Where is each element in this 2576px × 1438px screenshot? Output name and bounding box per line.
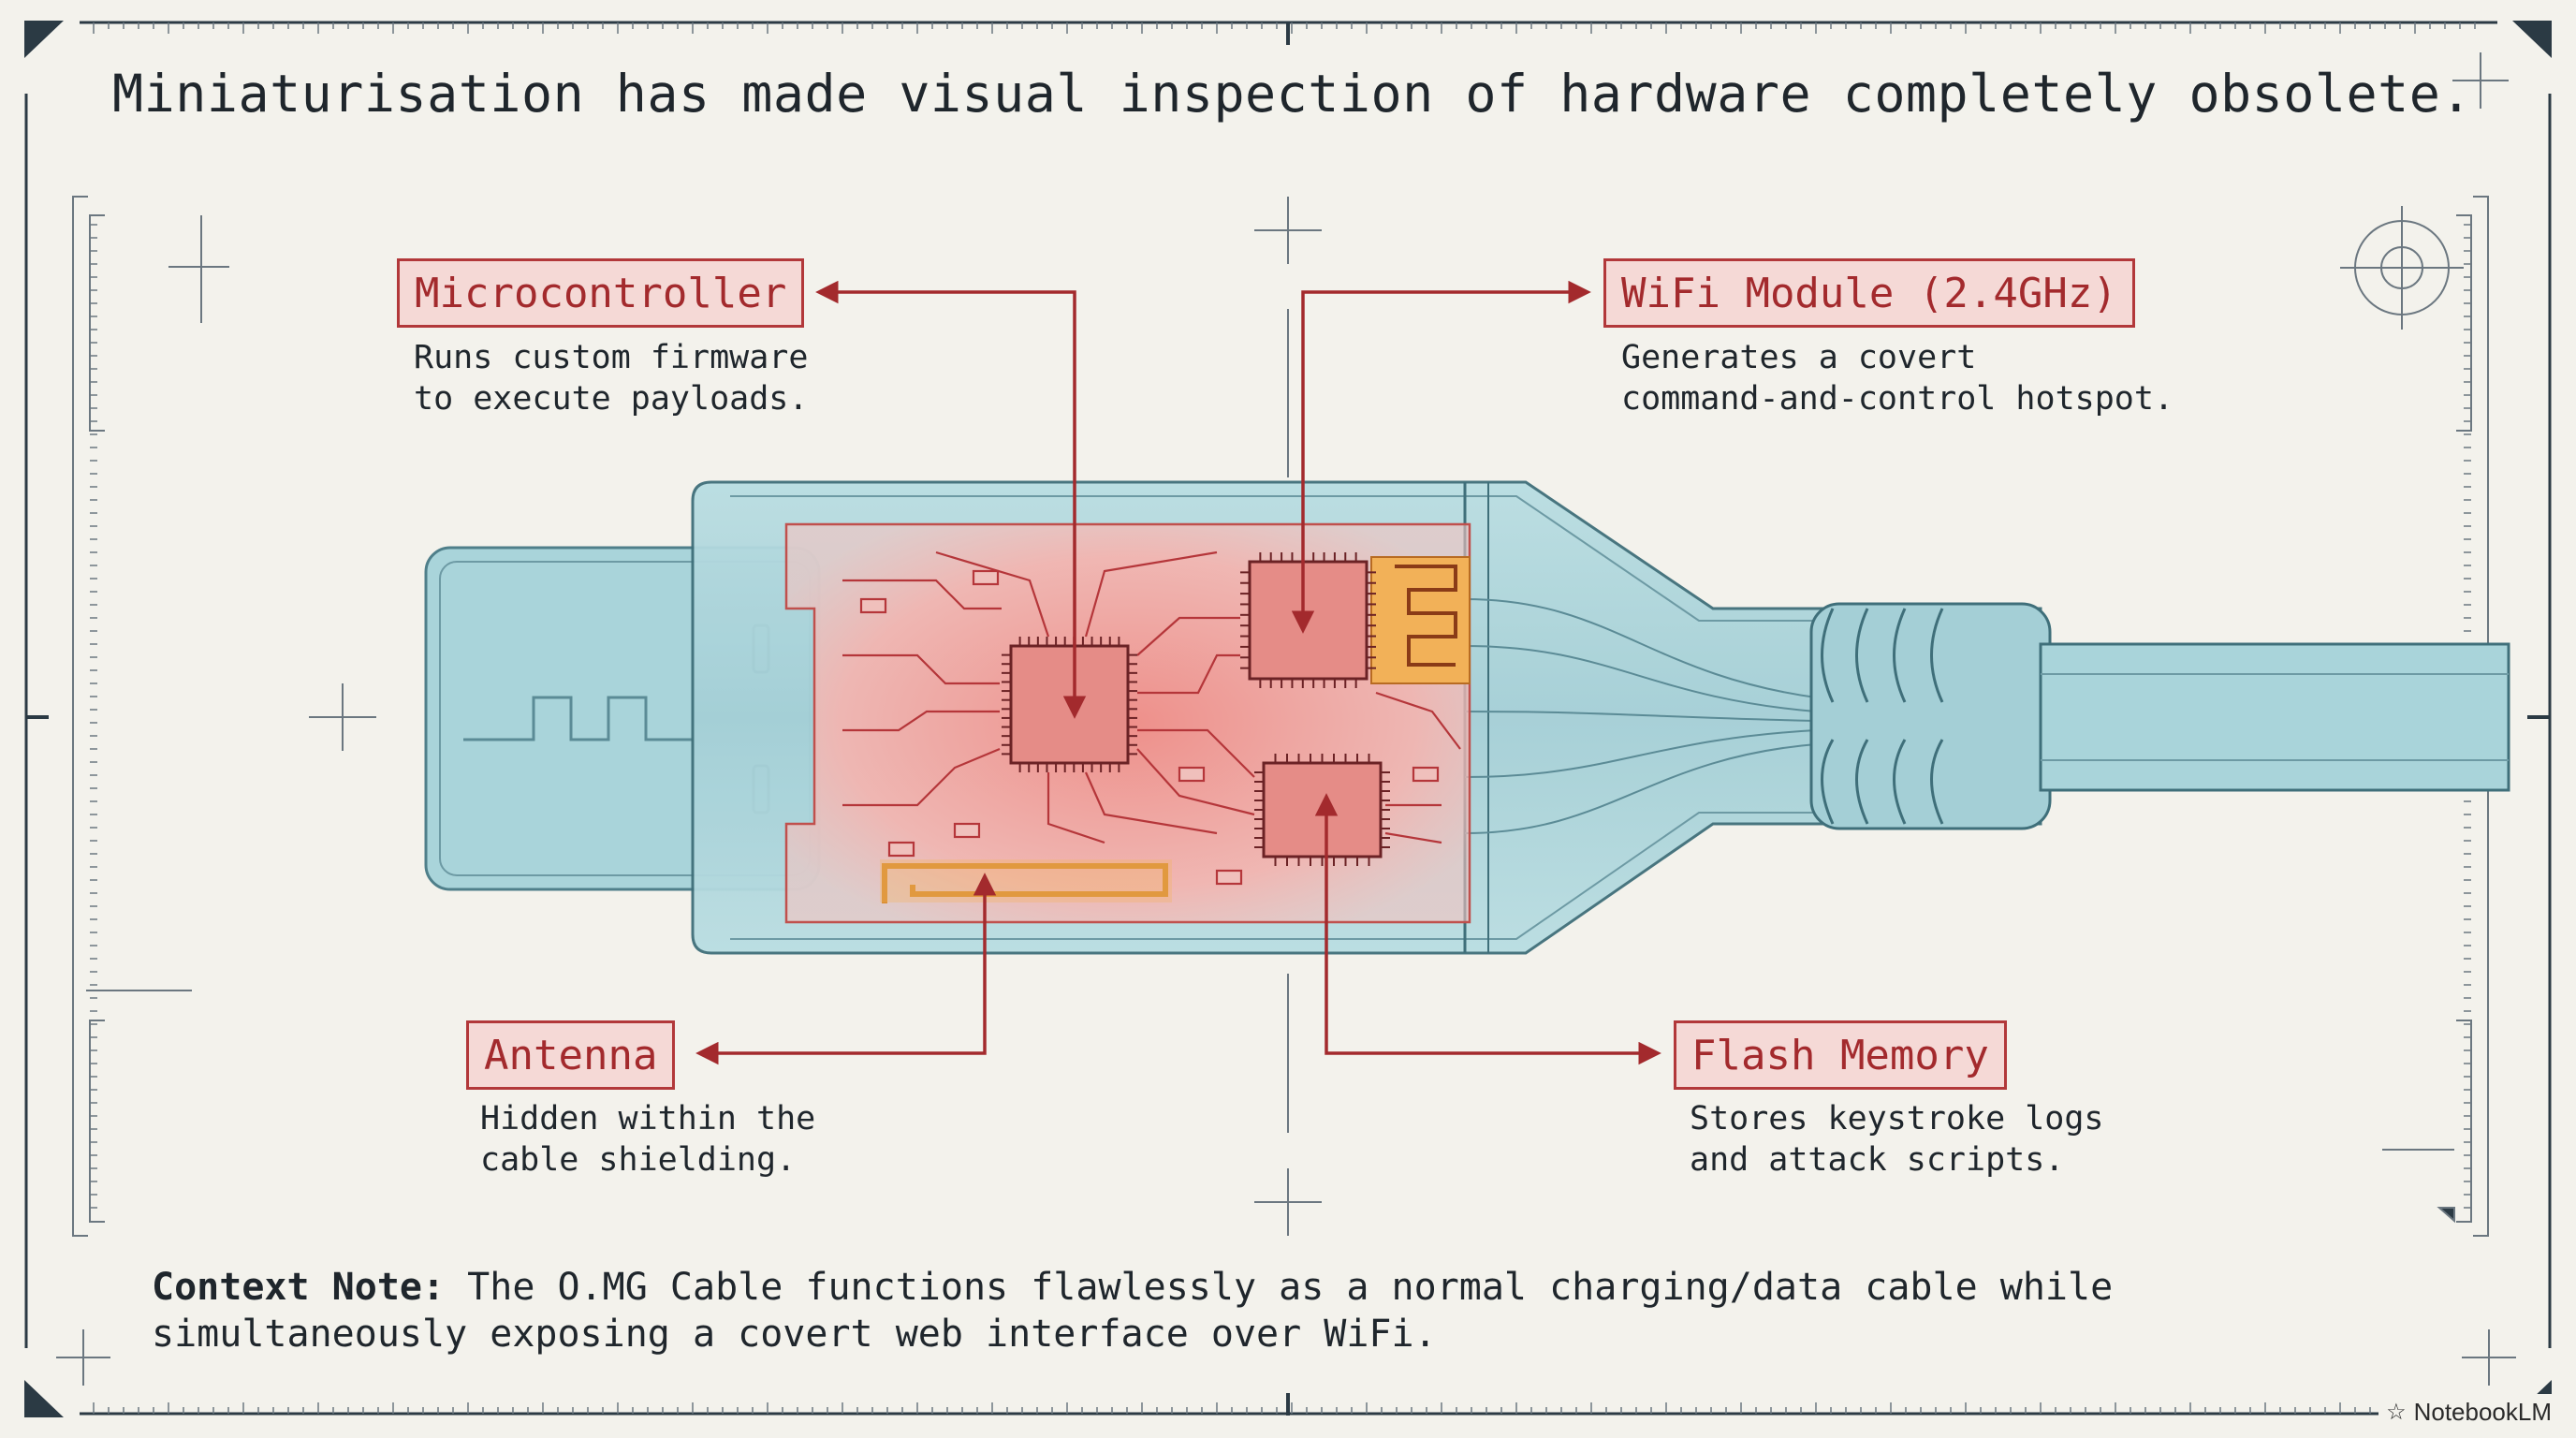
arrow-flash <box>1314 793 1661 1065</box>
microcontroller-chip <box>1002 637 1137 772</box>
desc-wifi-module: Generates a covert command-and-control h… <box>1621 339 2174 418</box>
label-flash-memory: Flash Memory <box>1674 1020 2007 1090</box>
context-note-lead: Context Note: <box>152 1266 446 1309</box>
crosshair-marks <box>56 52 2516 1386</box>
callout-arrows <box>695 280 1661 1065</box>
flash-memory-chip <box>1254 754 1390 866</box>
antenna-trace <box>880 859 1172 903</box>
arrow-wifi <box>1291 280 1591 634</box>
desc-microcontroller: Runs custom firmware to execute payloads… <box>414 339 809 418</box>
circuit-board <box>784 522 1471 924</box>
wifi-module-chip <box>1240 552 1471 688</box>
notebooklm-branding: ☆ NotebookLM <box>2378 1394 2559 1431</box>
slide-title: Miniaturisation has made visual inspecti… <box>112 64 2472 124</box>
label-wifi-module: WiFi Module (2.4GHz) <box>1603 258 2135 328</box>
branding-label: NotebookLM <box>2413 1398 2552 1426</box>
label-antenna: Antenna <box>466 1020 676 1090</box>
context-note-text: The O.MG Cable functions flawlessly as a… <box>152 1266 2114 1356</box>
arrow-antenna <box>695 873 997 1065</box>
desc-flash-memory: Stores keystroke logs and attack scripts… <box>1690 1100 2104 1179</box>
arrow-microcontroller <box>815 280 1087 719</box>
context-note: Context Note: The O.MG Cable functions f… <box>152 1264 2305 1357</box>
label-microcontroller: Microcontroller <box>397 258 805 328</box>
notebooklm-logo-icon: ☆ <box>2386 1400 2407 1425</box>
desc-antenna: Hidden within the cable shielding. <box>480 1100 816 1179</box>
